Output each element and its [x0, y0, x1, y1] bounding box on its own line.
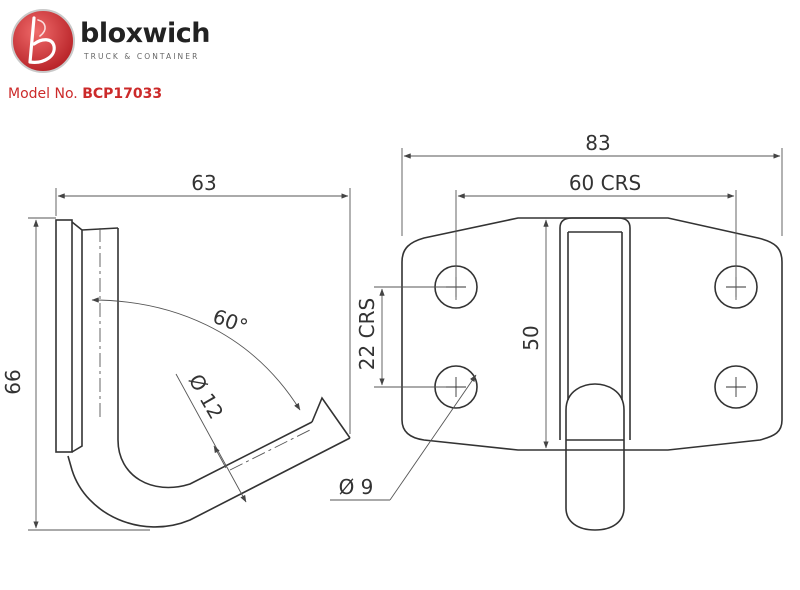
model-number: Model No. BCP17033	[8, 86, 162, 102]
brand-name: bloxwich	[80, 18, 210, 49]
side-view: 63 66 60° Ø 12	[1, 171, 351, 531]
hole-centers-height-label: 22 CRS	[355, 298, 379, 370]
angle-label: 60°	[210, 304, 252, 339]
hole-crosshairs	[446, 277, 746, 397]
front-overall-width-label: 83	[585, 131, 610, 155]
model-value: BCP17033	[82, 86, 163, 102]
mounting-holes	[434, 265, 758, 409]
side-height-label: 66	[1, 369, 25, 394]
front-dimension-labels: 83 60 CRS 50 22 CRS Ø 9	[339, 131, 642, 499]
rod-diameter-label: Ø 12	[184, 370, 229, 423]
side-dimension-labels: 63 66 60° Ø 12	[1, 171, 251, 423]
hole-centers-width-label: 60 CRS	[569, 171, 641, 195]
bloxwich-logo-icon	[11, 9, 75, 73]
base-plate-outline	[401, 217, 783, 451]
hook-profile	[55, 219, 351, 528]
hole-diameter-label: Ø 9	[339, 475, 374, 499]
mounting-hole-bottom-right	[714, 365, 758, 409]
front-dimension-lines	[330, 148, 783, 501]
side-dimension-lines	[28, 188, 351, 531]
model-label: Model No.	[8, 86, 78, 102]
side-width-label: 63	[191, 171, 216, 195]
header: bloxwich TRUCK & CONTAINER Model No. BCP…	[0, 0, 300, 110]
hook-front	[559, 217, 631, 531]
front-view: 83 60 CRS 50 22 CRS Ø 9	[330, 131, 783, 531]
front-height-label: 50	[519, 325, 543, 350]
brand-tagline: TRUCK & CONTAINER	[84, 52, 200, 61]
